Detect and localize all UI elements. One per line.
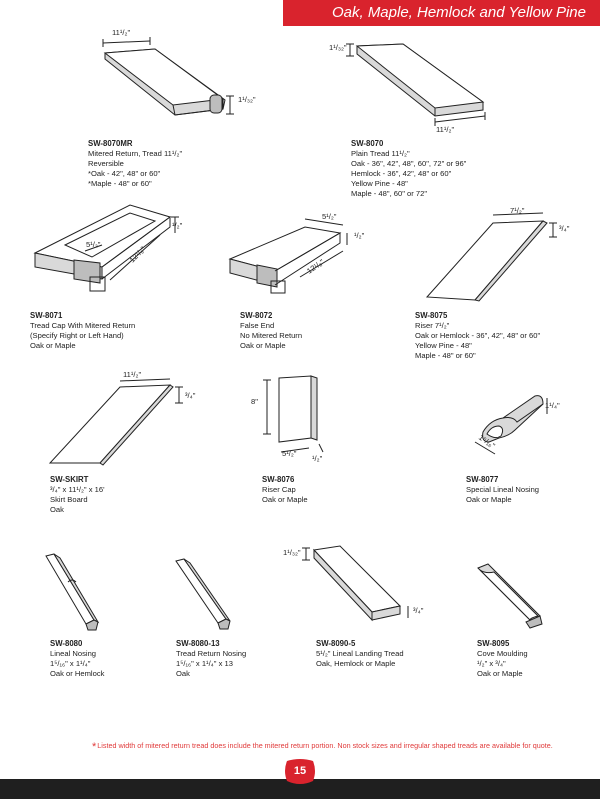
caption-line: Hemlock - 36", 42", 48" or 60": [351, 169, 452, 178]
caption-line: No Mitered Return: [240, 331, 303, 340]
caption-line: 1⁵/₁₆" x 1¹/₄" x 13: [176, 659, 233, 668]
page-number-badge-icon: [285, 759, 315, 784]
caption-line: Oak: [176, 669, 190, 678]
caption-line: Maple - 48", 60" or 72": [351, 189, 428, 198]
caption: SW-8080 Lineal Nosing 1⁵/₁₆" x 1¹/₄" Oak…: [50, 639, 104, 679]
caption-line: Lineal Nosing: [50, 649, 97, 658]
page-title: Oak, Maple, Hemlock and Yellow Pine: [331, 4, 586, 21]
caption-line: Tread Return Nosing: [176, 649, 247, 658]
dim-thickness: ¹/₂": [354, 231, 365, 240]
caption-line: Yellow Pine - 48": [351, 179, 408, 188]
false-end-drawing: [228, 218, 348, 294]
product-code: SW-SKIRT: [50, 475, 89, 484]
caption-line: Oak or Maple: [262, 495, 308, 504]
caption-line: Oak - 36", 42", 48", 60", 72" or 96": [351, 159, 467, 168]
caption-line: Oak or Maple: [30, 341, 76, 350]
caption: SW-8095 Cove Moulding ¹/₂" x ³/₄" Oak or…: [477, 639, 528, 679]
dim-height: 1¹/₄": [545, 401, 560, 410]
product-code: SW-8070: [351, 139, 384, 148]
dim-thickness: 1¹/₃₂": [238, 95, 256, 104]
caption-line: Oak or Maple: [240, 341, 286, 350]
caption: SW-8071 Tread Cap With Mitered Return (S…: [30, 311, 135, 351]
skirt-board-drawing: [48, 378, 183, 466]
caption-line: Tread Cap With Mitered Return: [30, 321, 136, 330]
dim-return: 5¹/₂": [86, 240, 101, 249]
caption: SW-8072 False End No Mitered Return Oak …: [240, 311, 302, 351]
caption-line: *Maple - 48" or 60": [88, 179, 152, 188]
product-code: SW-8080: [50, 639, 83, 648]
caption: SW-8076 Riser Cap Oak or Maple: [262, 475, 308, 505]
footnote-text: Listed width of mitered return tread doe…: [97, 741, 553, 750]
caption: SW-8077 Special Lineal Nosing Oak or Map…: [466, 475, 539, 505]
caption-line: Cove Moulding: [477, 649, 528, 658]
product-code: SW-8071: [30, 311, 63, 320]
dim-depth: ³/₄": [413, 606, 424, 615]
caption-line: Oak: [50, 505, 64, 514]
tread-cap-mitered-return-drawing: [33, 204, 179, 292]
caption-line: Special Lineal Nosing: [466, 485, 540, 494]
product-code: SW-8095: [477, 639, 510, 648]
header-banner: Oak, Maple, Hemlock and Yellow Pine: [283, 0, 600, 26]
dim-height: 8": [251, 397, 258, 406]
product-code: SW-8072: [240, 311, 273, 320]
asterisk: *: [92, 741, 97, 753]
caption-line: Oak or Maple: [466, 495, 512, 504]
caption-line: Oak, Hemlock or Maple: [316, 659, 396, 668]
caption-line: Riser 7¹/₂": [415, 321, 450, 330]
dim-width: 11¹/₂": [123, 370, 142, 379]
caption-line: Riser Cap: [262, 485, 296, 494]
caption-line: 1⁵/₁₆" x 1¹/₄": [50, 659, 91, 668]
product-code: SW-8070MR: [88, 139, 133, 148]
dim-width: 7¹/₂": [510, 206, 525, 215]
caption-line: Oak or Maple: [477, 669, 523, 678]
caption: SW-SKIRT ³/₄" x 11¹/₂" x 16' Skirt Board…: [50, 475, 105, 515]
dim-width: 5¹/₂": [322, 212, 337, 221]
product-code: SW-8090-5: [316, 639, 356, 648]
caption-line: Oak or Hemlock - 36", 42", 48" or 60": [415, 331, 541, 340]
dim-thickness: 1¹/₃₂": [283, 548, 301, 557]
caption-line: False End: [240, 321, 275, 330]
caption-line: ³/₄" x 11¹/₂" x 16': [50, 485, 105, 494]
caption-line: Plain Tread 11¹/₂": [351, 149, 410, 158]
riser-drawing: [425, 212, 557, 302]
caption: SW-8070MR Mitered Return, Tread 11¹/₂" R…: [88, 139, 182, 189]
caption: SW-8080-13 Tread Return Nosing 1⁵/₁₆" x …: [176, 639, 246, 679]
dim-thickness: ³/₄": [559, 224, 570, 233]
caption-line: Yellow Pine - 48": [415, 341, 472, 350]
product-code: SW-8077: [466, 475, 499, 484]
dim-width: 11¹/₂": [112, 28, 131, 37]
caption: SW-8090-5 5¹/₂" Lineal Landing Tread Oak…: [316, 639, 404, 669]
plain-tread-drawing: [346, 43, 486, 126]
caption-line: Skirt Board: [50, 495, 88, 504]
caption-line: 5¹/₂" Lineal Landing Tread: [316, 649, 404, 658]
caption-line: Maple - 48" or 60": [415, 351, 476, 360]
cove-moulding-drawing: [477, 563, 543, 629]
dim-thickness: ¹/₂": [172, 221, 183, 230]
footer-bar: [0, 779, 600, 799]
tread-return-nosing-drawing: [175, 558, 231, 630]
mitered-return-tread-drawing: [102, 37, 234, 116]
caption-line: Mitered Return, Tread 11¹/₂": [88, 149, 183, 158]
caption-line: Reversible: [88, 159, 124, 168]
special-lineal-nosing-drawing: [474, 395, 548, 455]
caption-line: ¹/₂" x ³/₄": [477, 659, 506, 668]
dim-width: 11¹/₂": [436, 125, 455, 134]
dim-thickness: ¹/₂": [312, 454, 323, 463]
lineal-nosing-drawing: [45, 553, 100, 631]
product-code: SW-8075: [415, 311, 448, 320]
product-code: SW-8080-13: [176, 639, 220, 648]
riser-cap-drawing: [263, 375, 324, 453]
dim-thickness: 1¹/₃₂": [329, 43, 347, 52]
dim-width: 5¹/₂": [282, 449, 297, 458]
caption: SW-8070 Plain Tread 11¹/₂" Oak - 36", 42…: [351, 139, 466, 199]
product-code: SW-8076: [262, 475, 295, 484]
page-number: 15: [293, 765, 307, 777]
caption-line: Oak or Hemlock: [50, 669, 105, 678]
footnote: *Listed width of mitered return tread do…: [92, 741, 592, 753]
caption-line: *Oak - 42", 48" or 60": [88, 169, 161, 178]
lineal-landing-tread-drawing: [302, 545, 409, 622]
dim-thickness: ³/₄": [185, 391, 196, 400]
caption-line: (Specify Right or Left Hand): [30, 331, 124, 340]
caption: SW-8075 Riser 7¹/₂" Oak or Hemlock - 36"…: [415, 311, 540, 361]
